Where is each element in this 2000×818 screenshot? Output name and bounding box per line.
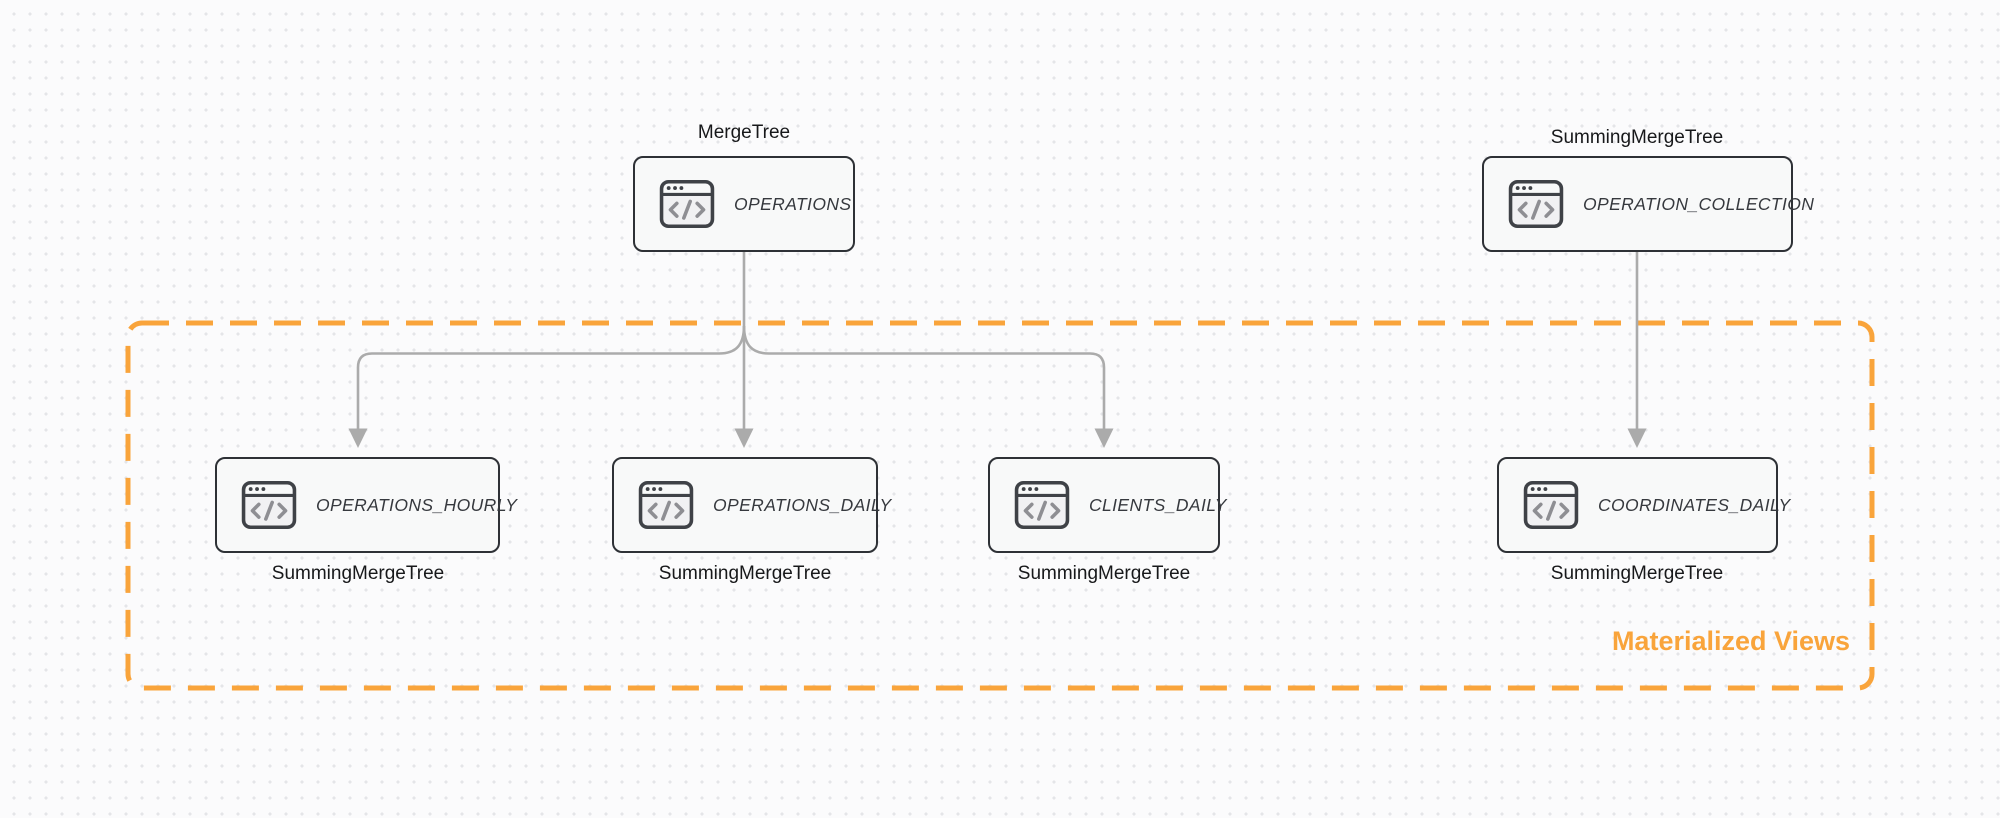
materialized-views-group-label: Materialized Views (1611, 626, 1851, 656)
engine-label-hourly: SummingMergeTree (271, 563, 445, 584)
table-node-operation-collection[interactable]: OPERATION_COLLECTION (1482, 156, 1814, 252)
table-name: OPERATION_COLLECTION (1583, 193, 1815, 214)
materialized-views-group-border (125, 320, 1875, 691)
engine-label-summingmergetree-top: SummingMergeTree (1550, 127, 1724, 148)
table-node-clients-daily[interactable]: CLIENTS_DAILY (988, 457, 1226, 553)
table-node-operations-daily[interactable]: OPERATIONS_DAILY (612, 457, 891, 553)
table-node-operations[interactable]: OPERATIONS (633, 156, 855, 252)
code-window-icon (1508, 179, 1564, 229)
edge-operations-to-clients (742, 325, 1106, 429)
engine-label-clients: SummingMergeTree (1017, 563, 1191, 584)
code-window-icon (1014, 480, 1070, 530)
edge-operations-to-hourly (356, 325, 746, 429)
arrowhead-clients (1094, 428, 1114, 448)
code-window-icon (659, 179, 715, 229)
table-name: OPERATIONS_DAILY (713, 494, 892, 515)
arrowhead-daily (734, 428, 754, 448)
table-node-operations-hourly[interactable]: OPERATIONS_HOURLY (215, 457, 517, 553)
table-name: OPERATIONS_HOURLY (316, 494, 518, 515)
arrowhead-hourly (348, 428, 368, 448)
engine-label-mergetree: MergeTree (697, 122, 791, 143)
table-node-coordinates-daily[interactable]: COORDINATES_DAILY (1497, 457, 1790, 553)
code-window-icon (638, 480, 694, 530)
code-window-icon (1523, 480, 1579, 530)
engine-label-coordinates: SummingMergeTree (1550, 563, 1724, 584)
table-name: COORDINATES_DAILY (1598, 494, 1791, 515)
engine-label-daily: SummingMergeTree (658, 563, 832, 584)
code-window-icon (241, 480, 297, 530)
table-name: CLIENTS_DAILY (1089, 494, 1227, 515)
table-name: OPERATIONS (734, 193, 852, 214)
arrowhead-coordinates (1627, 428, 1647, 448)
